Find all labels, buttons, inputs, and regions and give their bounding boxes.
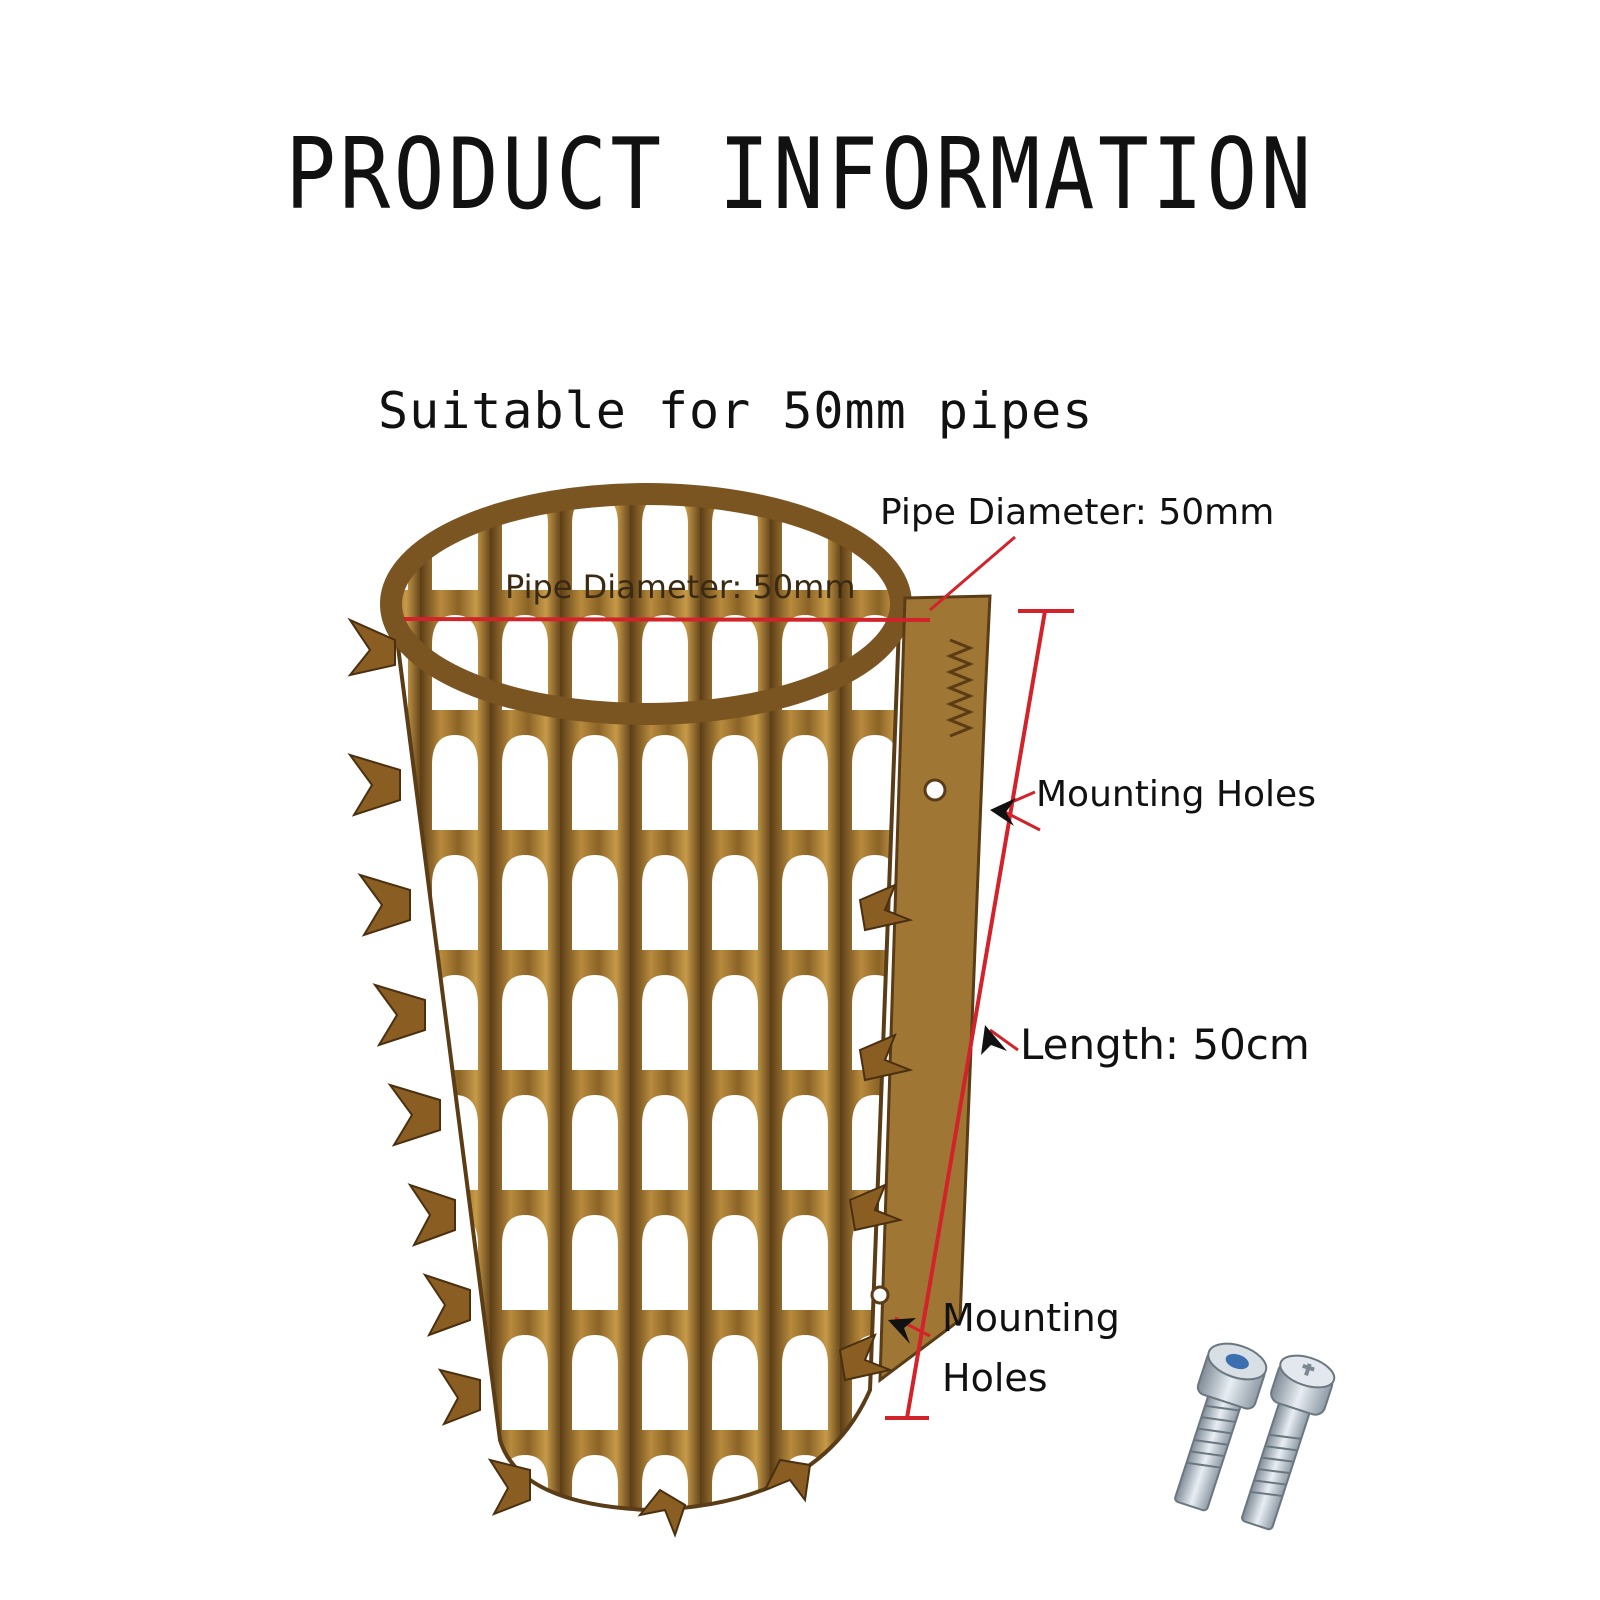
mounting-holes-lower-label: Mounting Holes: [942, 1296, 1120, 1400]
mounting-holes-upper-leader-2: [1004, 810, 1041, 832]
pipe-diameter-inner-label: Pipe Diameter: 50mm: [505, 568, 856, 606]
bolt-icon: [1174, 1342, 1336, 1531]
spiked-guard-image: [347, 483, 992, 1538]
suitability-text: Suitable for 50mm pipes: [378, 382, 1094, 440]
length-dimension-line: [885, 609, 1074, 1420]
diameter-leader-line: [929, 535, 1016, 612]
diameter-line: [403, 617, 931, 622]
page-title: PRODUCT INFORMATION: [285, 118, 1315, 232]
arrow-icon: [981, 1025, 1007, 1055]
pipe-diameter-label: Pipe Diameter: 50mm: [880, 492, 1275, 533]
arrow-icon: [990, 798, 1016, 826]
arrow-icon: [888, 1318, 916, 1344]
mounting-holes-upper-label: Mounting Holes: [1036, 774, 1316, 815]
length-leader: [989, 1028, 1019, 1052]
length-label: Length: 50cm: [1020, 1020, 1310, 1069]
